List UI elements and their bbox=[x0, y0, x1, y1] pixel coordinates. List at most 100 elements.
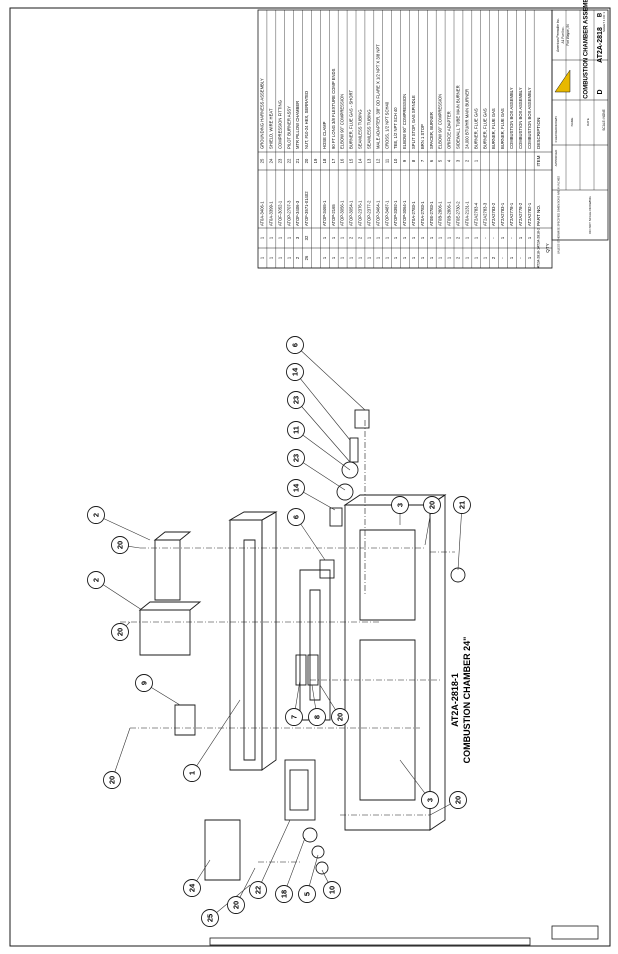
callout-number: 23 bbox=[292, 454, 301, 462]
callout-number: 20 bbox=[116, 541, 125, 549]
assembly-caption: AT2A-2818-1 COMBUSTION CHAMBER 24" bbox=[450, 637, 472, 764]
callout-leader bbox=[111, 727, 131, 781]
bom-row-description: BURNER, FLUE GAS bbox=[482, 108, 487, 149]
bom-row-item: 5 bbox=[438, 159, 443, 162]
part-heat-shield bbox=[204, 819, 241, 881]
assembly-title: AT2A-2818-1 bbox=[450, 673, 460, 727]
name-label: NAME bbox=[570, 118, 574, 127]
bom-row-description: NUT, #10-24 HEX, SERRATED bbox=[304, 91, 309, 149]
bom-row-qty-1: - bbox=[500, 257, 505, 259]
bill-of-materials-table: GROUNDING HARNESS ASSEMBLY25AT0A-3406-11… bbox=[257, 9, 553, 269]
bom-row-qty-1: 1 bbox=[268, 256, 273, 259]
callout-balloon bbox=[298, 885, 316, 903]
callout-balloon bbox=[287, 391, 305, 409]
bom-row-item: 22 bbox=[286, 158, 291, 163]
bom-row-description: COMBUSTION BOX ASSEMBLY bbox=[527, 87, 532, 149]
bom-row-description: PILOT BURNER ASSY bbox=[286, 106, 291, 149]
bom-row-description: HOSE CLAMP bbox=[322, 121, 327, 149]
callout-balloon bbox=[201, 909, 219, 927]
bom-row-qty-2: 1 bbox=[322, 236, 327, 239]
callout-balloon bbox=[287, 449, 305, 467]
bom-row-qty-1: 1 bbox=[349, 256, 354, 259]
bom-row-qty-2: 1 bbox=[500, 236, 505, 239]
bom-row-description: SHIELD, WIRE HEAT bbox=[268, 108, 273, 149]
bom-row-description: 90 FT LONG 3/8 FLEXTURE COMP ENDS bbox=[331, 68, 336, 149]
bom-row-part-number: ATOP-3056-1 bbox=[340, 200, 345, 226]
part-combustion-box-side bbox=[429, 494, 446, 831]
bom-row-qty-1: 1 bbox=[438, 256, 443, 259]
bom-row-qty-2: 3 bbox=[295, 236, 300, 239]
bom-row-item: 6 bbox=[429, 159, 434, 162]
callout-balloon bbox=[285, 708, 303, 726]
bom-row-item: 10 bbox=[393, 158, 398, 163]
bom-row-qty-2: 1 bbox=[384, 236, 389, 239]
drawing-size: D bbox=[597, 89, 604, 94]
sheet-corner-box bbox=[551, 925, 599, 940]
bom-header-qty: QTY bbox=[545, 243, 550, 252]
callout-leader bbox=[295, 399, 351, 463]
bom-row-part-number: AT2A2783-2 bbox=[491, 202, 496, 226]
title-block: American Permalite Inc.A1 Fuel Inc.Fort … bbox=[551, 0, 609, 254]
bom-row-part-number: ATOP-2165 bbox=[331, 204, 336, 226]
drawing-title: COMBUSTION CHAMBER ASSEMBLY bbox=[584, 0, 590, 99]
bom-row-part-number: ATOP-3465-1 bbox=[322, 200, 327, 226]
part-bracket-upper bbox=[154, 539, 181, 601]
bom-row-description: ELBOW 90° COMPRESSION bbox=[340, 94, 345, 149]
bom-row-qty-2: 1 bbox=[393, 236, 398, 239]
part-bracket-lower-top bbox=[138, 601, 202, 611]
bom-row-part-number: ATOF-3571-01402 bbox=[304, 191, 309, 226]
bom-row-part-number: AT0E-2783-1 bbox=[429, 201, 434, 226]
bom-row-qty-1: 1 bbox=[286, 256, 291, 259]
part-box-window-1 bbox=[359, 529, 416, 621]
part-fitting-6-upper bbox=[354, 409, 370, 429]
bom-row-description: COMBUSTION BOX ASSEMBLY bbox=[509, 87, 514, 149]
bom-row-description: MTR PILLOW CHAMBER bbox=[295, 101, 300, 149]
bom-row-qty-1: 1 bbox=[340, 256, 345, 259]
assembly-centerlines bbox=[120, 420, 455, 863]
drawing-scale: SCALE: NONE bbox=[602, 109, 606, 130]
bom-row-item: 8 bbox=[411, 159, 416, 162]
bom-row-qty-2: 1 bbox=[268, 236, 273, 239]
part-combustion-box bbox=[344, 504, 431, 831]
part-tubing-14-upper bbox=[349, 437, 359, 463]
callout-balloon bbox=[308, 708, 326, 726]
bom-row-description: COMPRESSION FITTING bbox=[277, 100, 282, 149]
bom-row-description: ORIFICE ADAPTER bbox=[447, 111, 452, 149]
callout-balloon bbox=[275, 885, 293, 903]
bom-row-description: BURNER, FLUE GAS - SHORT bbox=[349, 90, 354, 149]
bom-row-part-number: AT0A-2131-1 bbox=[464, 201, 469, 226]
callout-number: 2 bbox=[92, 578, 101, 582]
bom-row-item: 20 bbox=[304, 158, 309, 163]
part-burner-slot bbox=[309, 589, 321, 701]
bom-row-qty-1: 1 bbox=[393, 256, 398, 259]
bom-row-part-number: ATOP-3487-1 bbox=[384, 200, 389, 226]
bom-row-part-number: ATOF-3052-1 bbox=[277, 200, 282, 226]
bom-row-item: 24 bbox=[268, 158, 273, 163]
callout-number: 24 bbox=[188, 883, 197, 892]
callout-leader bbox=[257, 819, 291, 891]
bom-row-description: ELBOW 90° COMPRESSION bbox=[438, 94, 443, 149]
callout-balloon bbox=[331, 708, 349, 726]
callout-balloon bbox=[183, 879, 201, 897]
bom-row-item: 16 bbox=[340, 158, 345, 163]
callout-balloon bbox=[111, 623, 129, 641]
bom-row-description: SEAMLESS TUBING bbox=[358, 110, 363, 149]
callout-number: 25 bbox=[206, 914, 215, 922]
callout-balloon bbox=[183, 764, 201, 782]
callout-balloon bbox=[287, 479, 305, 497]
company-logo bbox=[554, 69, 571, 93]
bom-row-part-number: ATOP-3064-1 bbox=[402, 200, 407, 226]
callout-balloon bbox=[227, 896, 245, 914]
callout-leader bbox=[95, 579, 143, 611]
bom-row-qty-2: 2 bbox=[349, 236, 354, 239]
date-label: DATE bbox=[586, 118, 590, 126]
drawing-sheet-number: SHEET 1 OF 1 bbox=[602, 12, 606, 32]
bom-row-qty-2: - bbox=[482, 237, 487, 239]
callout-number: 14 bbox=[291, 367, 300, 376]
callout-leader bbox=[457, 504, 463, 571]
callout-balloon bbox=[135, 674, 153, 692]
bom-row-qty-1: 1 bbox=[384, 256, 389, 259]
bom-row-item: 21 bbox=[295, 158, 300, 163]
